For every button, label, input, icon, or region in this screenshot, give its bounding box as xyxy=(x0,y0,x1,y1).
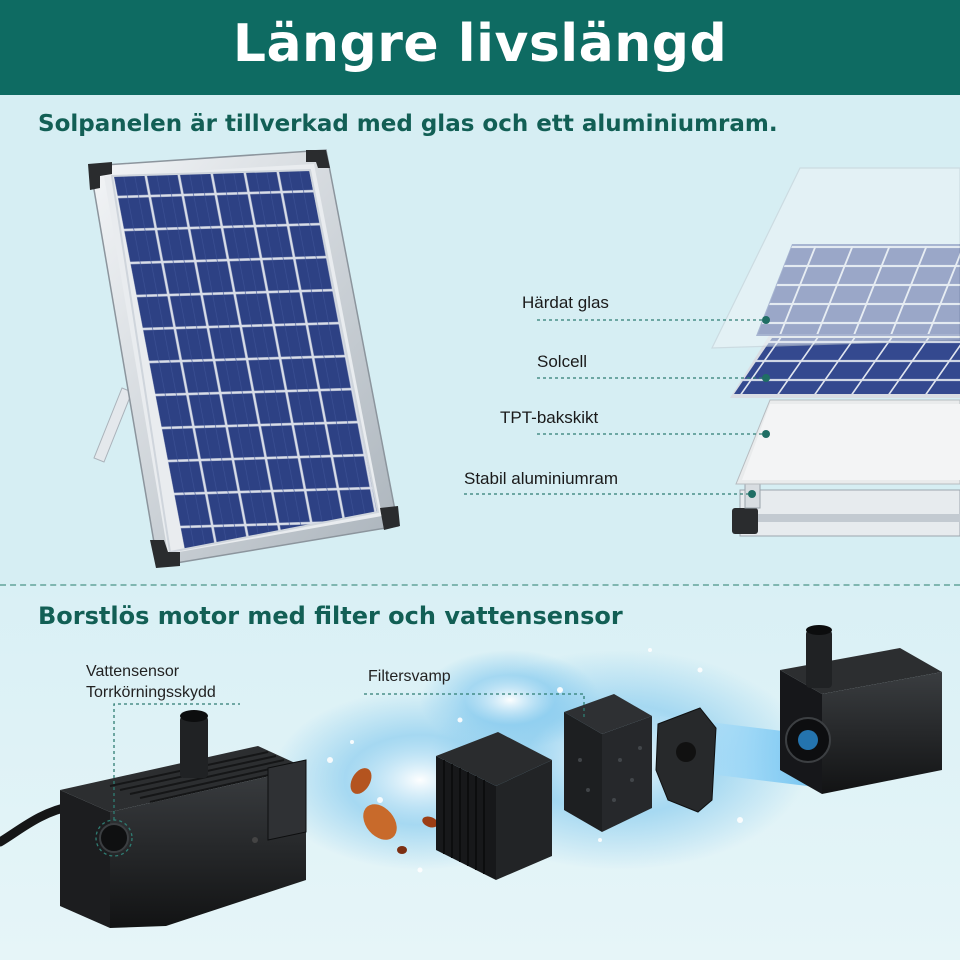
water-sensor-text: Vattensensor xyxy=(86,663,180,680)
section-divider xyxy=(0,584,960,586)
water-sensor-label: Vattensensor Torrkörningsskydd xyxy=(86,661,216,703)
backsheet-dot xyxy=(762,430,770,438)
solar-panel xyxy=(88,149,400,568)
cell-dot xyxy=(762,374,770,382)
layer-leader-lines xyxy=(464,319,766,495)
layer-label-tpt-backsheet: TPT-bakskikt xyxy=(500,408,599,427)
pump-assembled xyxy=(0,710,307,928)
layer-label-tempered-glass: Härdat glas xyxy=(522,293,609,312)
pump-filter-parts xyxy=(436,694,717,880)
dry-run-protection-text: Torrkörningsskydd xyxy=(86,684,216,701)
header-banner: Längre livslängd xyxy=(0,0,960,95)
panel-section-heading: Solpanelen är tillverkad med glas och et… xyxy=(38,111,778,137)
sensor-leader xyxy=(113,703,240,820)
page-title: Längre livslängd xyxy=(232,14,728,74)
water-splash xyxy=(270,648,840,873)
pump-body xyxy=(780,625,942,794)
glass-dot xyxy=(762,316,770,324)
debris-leaves xyxy=(350,768,438,854)
filter-leader xyxy=(364,693,585,720)
panel-layers xyxy=(711,167,960,537)
layer-label-aluminium-frame: Stabil aluminiumram xyxy=(464,469,618,488)
frame-dot xyxy=(748,490,756,498)
filter-sponge-label: Filtersvamp xyxy=(368,668,451,685)
layer-label-solar-cell: Solcell xyxy=(537,352,588,371)
pump-section-heading: Borstlös motor med filter och vattensens… xyxy=(38,602,623,630)
